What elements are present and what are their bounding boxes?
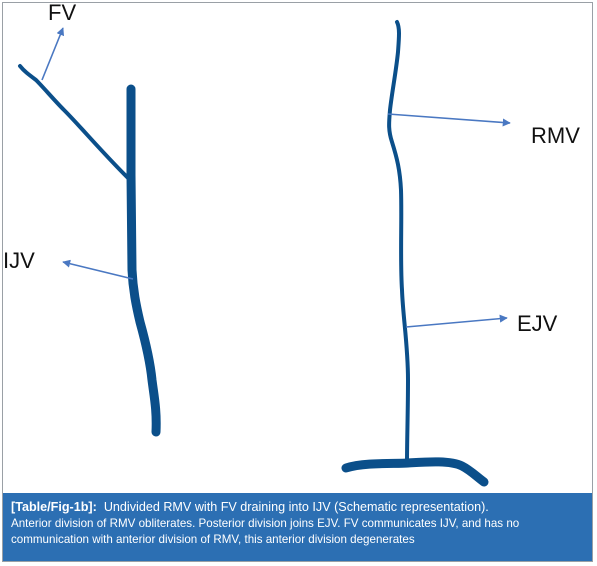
fv-arrow [41,27,65,81]
ejv-label: EJV [517,311,558,336]
rmv-arrow [387,113,511,127]
fv-label: FV [48,0,76,25]
ijv-label: IJV [3,248,35,273]
rmv-label: RMV [531,123,580,148]
caption-title: Undivided RMV with FV draining into IJV … [103,500,489,514]
fv-vessel [18,64,130,180]
caption-heading: [Table/Fig-1b]: Undivided RMV with FV dr… [11,499,584,516]
base-vessel [341,457,489,487]
figure-frame [2,2,593,562]
ejv-arrow [405,314,508,328]
ijv-arrow [62,259,134,280]
figure-caption: [Table/Fig-1b]: Undivided RMV with FV dr… [3,493,592,561]
caption-body: Anterior division of RMV obliterates. Po… [11,517,520,546]
ijv-vessel [126,84,161,437]
caption-tag: [Table/Fig-1b]: [11,500,97,514]
vein-diagram: FV IJV RMV EJV [3,0,580,487]
rmv-ejv-vessel [387,20,411,464]
